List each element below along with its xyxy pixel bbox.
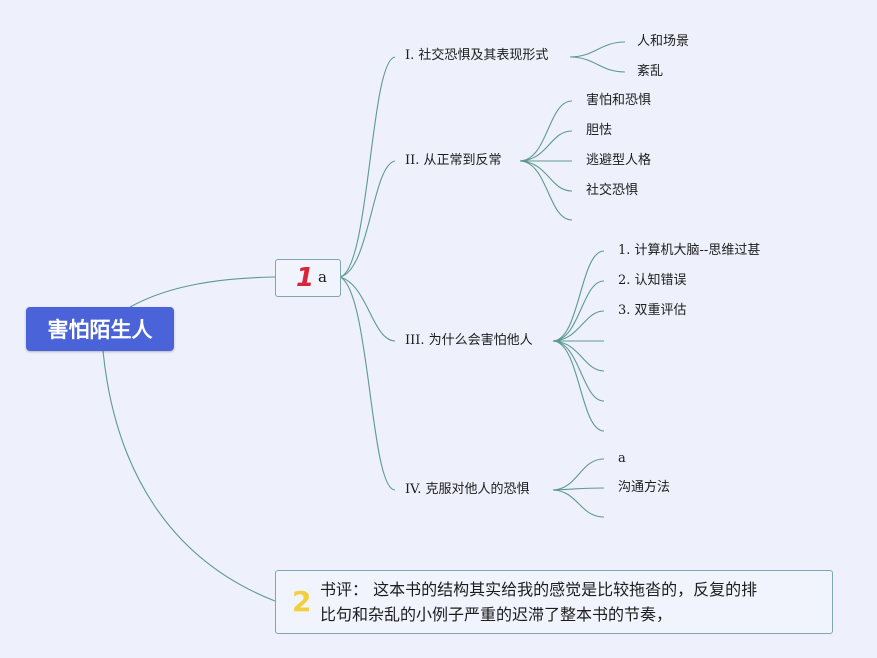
section-3-label[interactable]: III. 为什么会害怕他人 [405, 333, 533, 348]
edge-s3-c7 [552, 340, 605, 432]
review-note-node[interactable]: 2 书评： 这本书的结构其实给我的感觉是比较拖沓的，反复的排 比句和杂乱的小例子… [275, 570, 833, 634]
edge-s2-c2 [519, 130, 573, 162]
edge-s1-c2 [569, 56, 626, 73]
edge-s4-c2 [552, 487, 605, 491]
edge-s2-c1 [519, 100, 573, 162]
root-label: 害怕陌生人 [47, 318, 153, 342]
edge-s1-c1 [569, 41, 626, 58]
s2-child-3[interactable]: 逃避型人格 [586, 153, 652, 168]
topic-1-label: a [318, 268, 327, 286]
edge-topic1-section2 [339, 160, 396, 278]
number-2-badge-icon: 2 [292, 585, 312, 618]
edge-s3-c1 [552, 250, 605, 342]
s4-child-2[interactable]: 沟通方法 [618, 480, 671, 495]
s2-child-4[interactable]: 社交恐惧 [586, 183, 639, 198]
s4-child-1[interactable]: a [618, 451, 626, 466]
edge-s4-c1 [552, 458, 605, 491]
s2-child-1[interactable]: 害怕和恐惧 [586, 93, 652, 108]
section-4-label[interactable]: IV. 克服对他人的恐惧 [405, 482, 530, 497]
edge-topic1-section3 [339, 276, 396, 342]
section-1-label[interactable]: I. 社交恐惧及其表现形式 [405, 48, 549, 63]
edge-topic1-section1 [339, 56, 396, 278]
edge-s3-c2 [552, 280, 605, 342]
s3-child-2[interactable]: 2. 认知错误 [618, 273, 687, 288]
s3-child-1[interactable]: 1. 计算机大脑--思维过甚 [618, 243, 761, 258]
review-line-2: 比句和杂乱的小例子严重的迟滞了整本书的节奏， [320, 605, 673, 624]
s1-child-1[interactable]: 人和场景 [637, 34, 690, 49]
number-1-badge-icon: 1 [296, 263, 315, 293]
section-2-label[interactable]: II. 从正常到反常 [405, 153, 502, 168]
s1-child-2[interactable]: 紊乱 [637, 64, 664, 79]
edge-s3-c5 [552, 340, 605, 372]
edge-s2-c5 [519, 160, 573, 221]
s3-child-3[interactable]: 3. 双重评估 [618, 303, 687, 318]
edge-root-topic1 [129, 276, 276, 308]
s2-child-2[interactable]: 胆怯 [586, 123, 613, 138]
edge-root-topic2 [102, 350, 276, 602]
review-line-1: 书评： 这本书的结构其实给我的感觉是比较拖沓的，反复的排 [320, 580, 758, 599]
root-node[interactable]: 害怕陌生人 [26, 307, 174, 351]
edge-topic1-section4 [339, 276, 396, 491]
topic-node-1[interactable]: 1 a [275, 259, 341, 297]
edge-s3-c6 [552, 340, 605, 402]
edge-s3-c3 [552, 310, 605, 342]
edge-s4-c3 [552, 489, 605, 518]
